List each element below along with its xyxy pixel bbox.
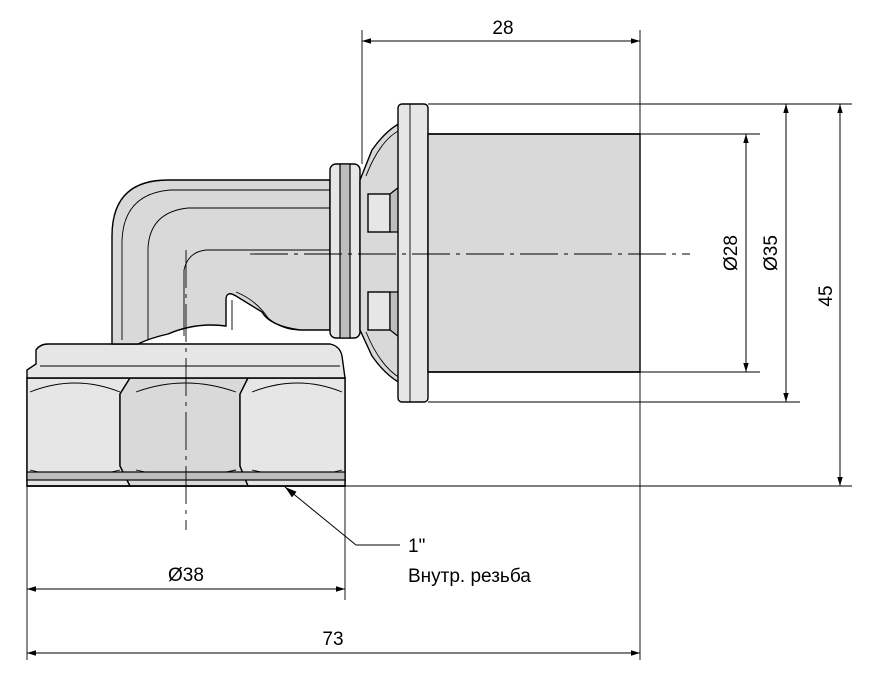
bell-section bbox=[359, 120, 403, 386]
dim-inner-diameter-label: Ø28 bbox=[721, 235, 742, 271]
sleeve bbox=[427, 133, 641, 373]
big-flange bbox=[397, 103, 429, 403]
dim-thread-diameter: Ø38 bbox=[26, 486, 346, 660]
small-flange bbox=[329, 163, 361, 339]
dim-height-label: 45 bbox=[816, 285, 837, 306]
dim-top-length-label: 28 bbox=[492, 18, 513, 39]
dim-total-length-label: 73 bbox=[322, 629, 343, 650]
dim-outer-diameter: Ø35 bbox=[428, 103, 800, 403]
thread-callout: 1" Внутр. резьба bbox=[284, 486, 531, 587]
dim-thread-diameter-label: Ø38 bbox=[168, 565, 204, 586]
center-lines bbox=[185, 250, 690, 530]
dim-outer-diameter-label: Ø35 bbox=[761, 235, 782, 271]
dim-inner-diameter: Ø28 bbox=[640, 133, 760, 373]
dim-height: 45 bbox=[345, 103, 852, 487]
fitting-body bbox=[26, 103, 641, 487]
thread-description-label: Внутр. резьба bbox=[408, 566, 531, 587]
elbow bbox=[111, 179, 331, 345]
thread-size-label: 1" bbox=[408, 536, 425, 557]
dim-total-length: 73 bbox=[27, 372, 641, 660]
dim-top-length: 28 bbox=[361, 18, 641, 164]
